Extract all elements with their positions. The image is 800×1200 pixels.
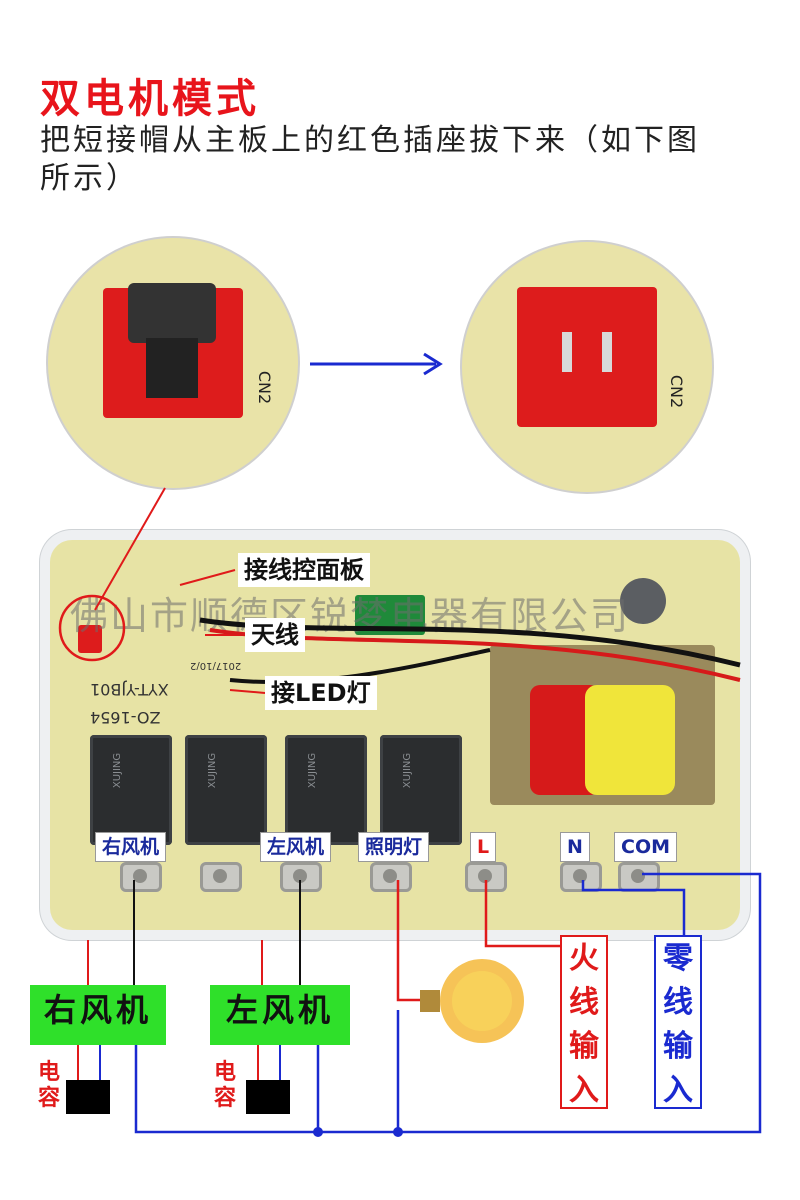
jumper-cap-body [146,338,198,398]
page-title: 双电机模式 [40,76,260,122]
tag-right-fan: 右风机 [95,832,167,862]
tag-com: COM [614,832,678,862]
relay-4: XUJING [380,735,462,845]
neutral-input-label: 零线输入 [654,935,702,1109]
watermark: 佛山市顺德区锐梦电器有限公司 [70,596,631,638]
transformer [490,645,715,805]
callout-led: 接LED灯 [265,676,377,710]
transformer-coil-yellow [585,685,675,795]
load-right-fan: 右风机 [30,985,166,1045]
arrow-right-icon [310,352,443,376]
terminal-light [370,862,412,892]
relay-1: XUJING [90,735,172,845]
control-board: XYT-YJB01 ZO-1654 2017/10/2 XUJING XUJIN… [50,540,740,930]
pin [562,332,572,372]
instruction-text: 把短接帽从主板上的红色插座拔下来（如下图所示） [40,123,700,196]
tag-n: N [560,832,590,862]
socket-red [517,287,657,427]
tag-left-fan: 左风机 [260,832,332,862]
callout-panel: 接线控面板 [238,553,370,587]
terminal-2 [200,862,242,892]
zoom-before: CN2 [48,238,298,488]
cap-right-label: 电容 [37,1060,60,1111]
load-left-fan: 左风机 [210,985,350,1045]
cap-left-label: 电容 [213,1060,236,1111]
callout-antenna: 天线 [245,618,305,652]
terminal-com [618,862,660,892]
terminal-n [560,862,602,892]
capacitor-right [66,1080,110,1114]
relay-3: XUJING [285,735,367,845]
tag-light: 照明灯 [358,832,430,862]
pin [602,332,612,372]
tag-l: L [470,832,497,862]
capacitor-left [246,1080,290,1114]
relay-2: XUJING [185,735,267,845]
jumper-cap [128,283,216,343]
terminal-right-fan [120,862,162,892]
capacitor [620,578,666,624]
live-input-label: 火线输入 [560,935,608,1109]
board-red-socket [78,625,102,653]
highlight-circle [58,594,126,662]
light-bulb-icon [420,959,524,1043]
zoom-after: CN2 [462,242,712,492]
